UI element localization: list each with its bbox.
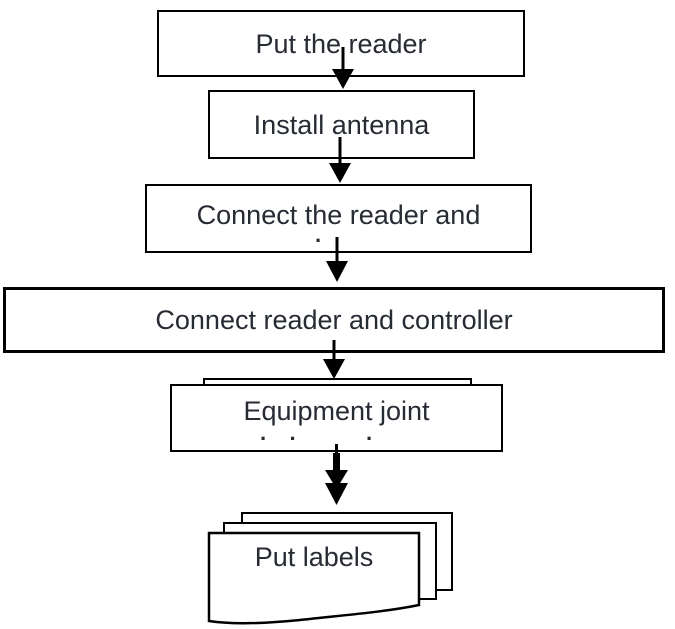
flow-node-put-reader: Put the reader xyxy=(157,10,525,77)
flow-node-equipment-joint-label: Equipment joint xyxy=(243,396,430,426)
flow-node-put-labels: Put labels xyxy=(209,532,419,582)
flow-node-connect-reader-controller: Connect reader and controller xyxy=(3,287,665,353)
flow-node-equipment-joint: Equipment joint · · · xyxy=(170,384,503,452)
flow-node-install-antenna-label: Install antenna xyxy=(253,109,430,140)
thick-double-arrow-down-icon xyxy=(325,444,348,505)
flow-node-connect-reader-antenna-label: Connect the reader and xyxy=(196,200,481,230)
flow-node-put-reader-label: Put the reader xyxy=(255,28,427,59)
flow-node-connect-reader-antenna: Connect the reader and · xyxy=(145,184,532,253)
clipped-text-fragment: · · xyxy=(260,426,305,451)
flow-node-put-labels-label: Put labels xyxy=(254,541,374,572)
clipped-text-fragment: · xyxy=(366,426,374,451)
flow-node-connect-reader-controller-label: Connect reader and controller xyxy=(155,305,513,335)
flow-node-install-antenna: Install antenna xyxy=(208,90,475,159)
clipped-text-fragment: · xyxy=(315,228,323,253)
